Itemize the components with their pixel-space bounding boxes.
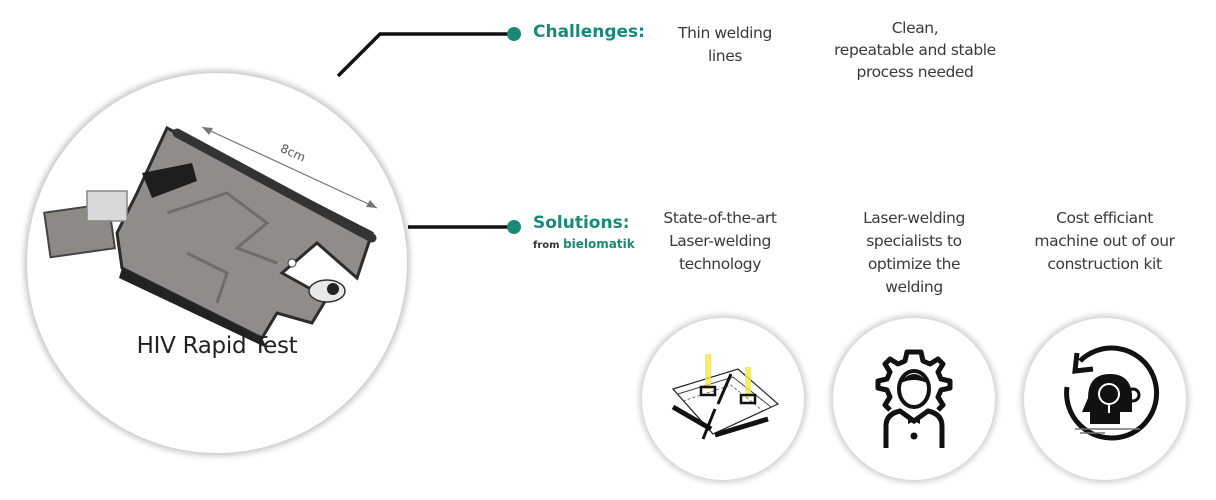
dimension-label: 8cm [278, 141, 307, 164]
solution-item-text: State-of-the-art Laser-welding technolog… [663, 209, 777, 273]
hiv-rapid-test-cartridge-image: 8cm [43, 125, 378, 348]
laser-welding-machine-icon [671, 354, 780, 440]
solution-icon-circle [642, 318, 804, 480]
solution-item-text: Cost efficiant machine out of our constr… [1034, 209, 1175, 273]
challenge-item: Thin welding lines [678, 24, 772, 65]
solutions-subheading: from bielomatik [533, 237, 635, 251]
challenges-heading: Challenges: [533, 22, 645, 42]
solutions-heading: Solutions: [533, 213, 630, 233]
solution-item-text: Laser-welding specialists to optimize th… [863, 209, 965, 296]
solution-icon-circle [1024, 318, 1186, 480]
challenges-connector [336, 32, 514, 78]
solutions-sub-prefix: from [533, 240, 560, 251]
idea-cycle-icon [1064, 345, 1160, 441]
solution-icon-circle [833, 318, 995, 480]
product-title: HIV Rapid Test [136, 333, 298, 359]
solutions-dot [507, 220, 521, 234]
challenges-dot [507, 27, 521, 41]
challenge-item: Clean, repeatable and stable process nee… [834, 19, 996, 81]
brand-name: bielomatik [563, 237, 635, 251]
specialist-gear-icon [875, 349, 953, 448]
product-circle: 8cm [27, 73, 407, 453]
